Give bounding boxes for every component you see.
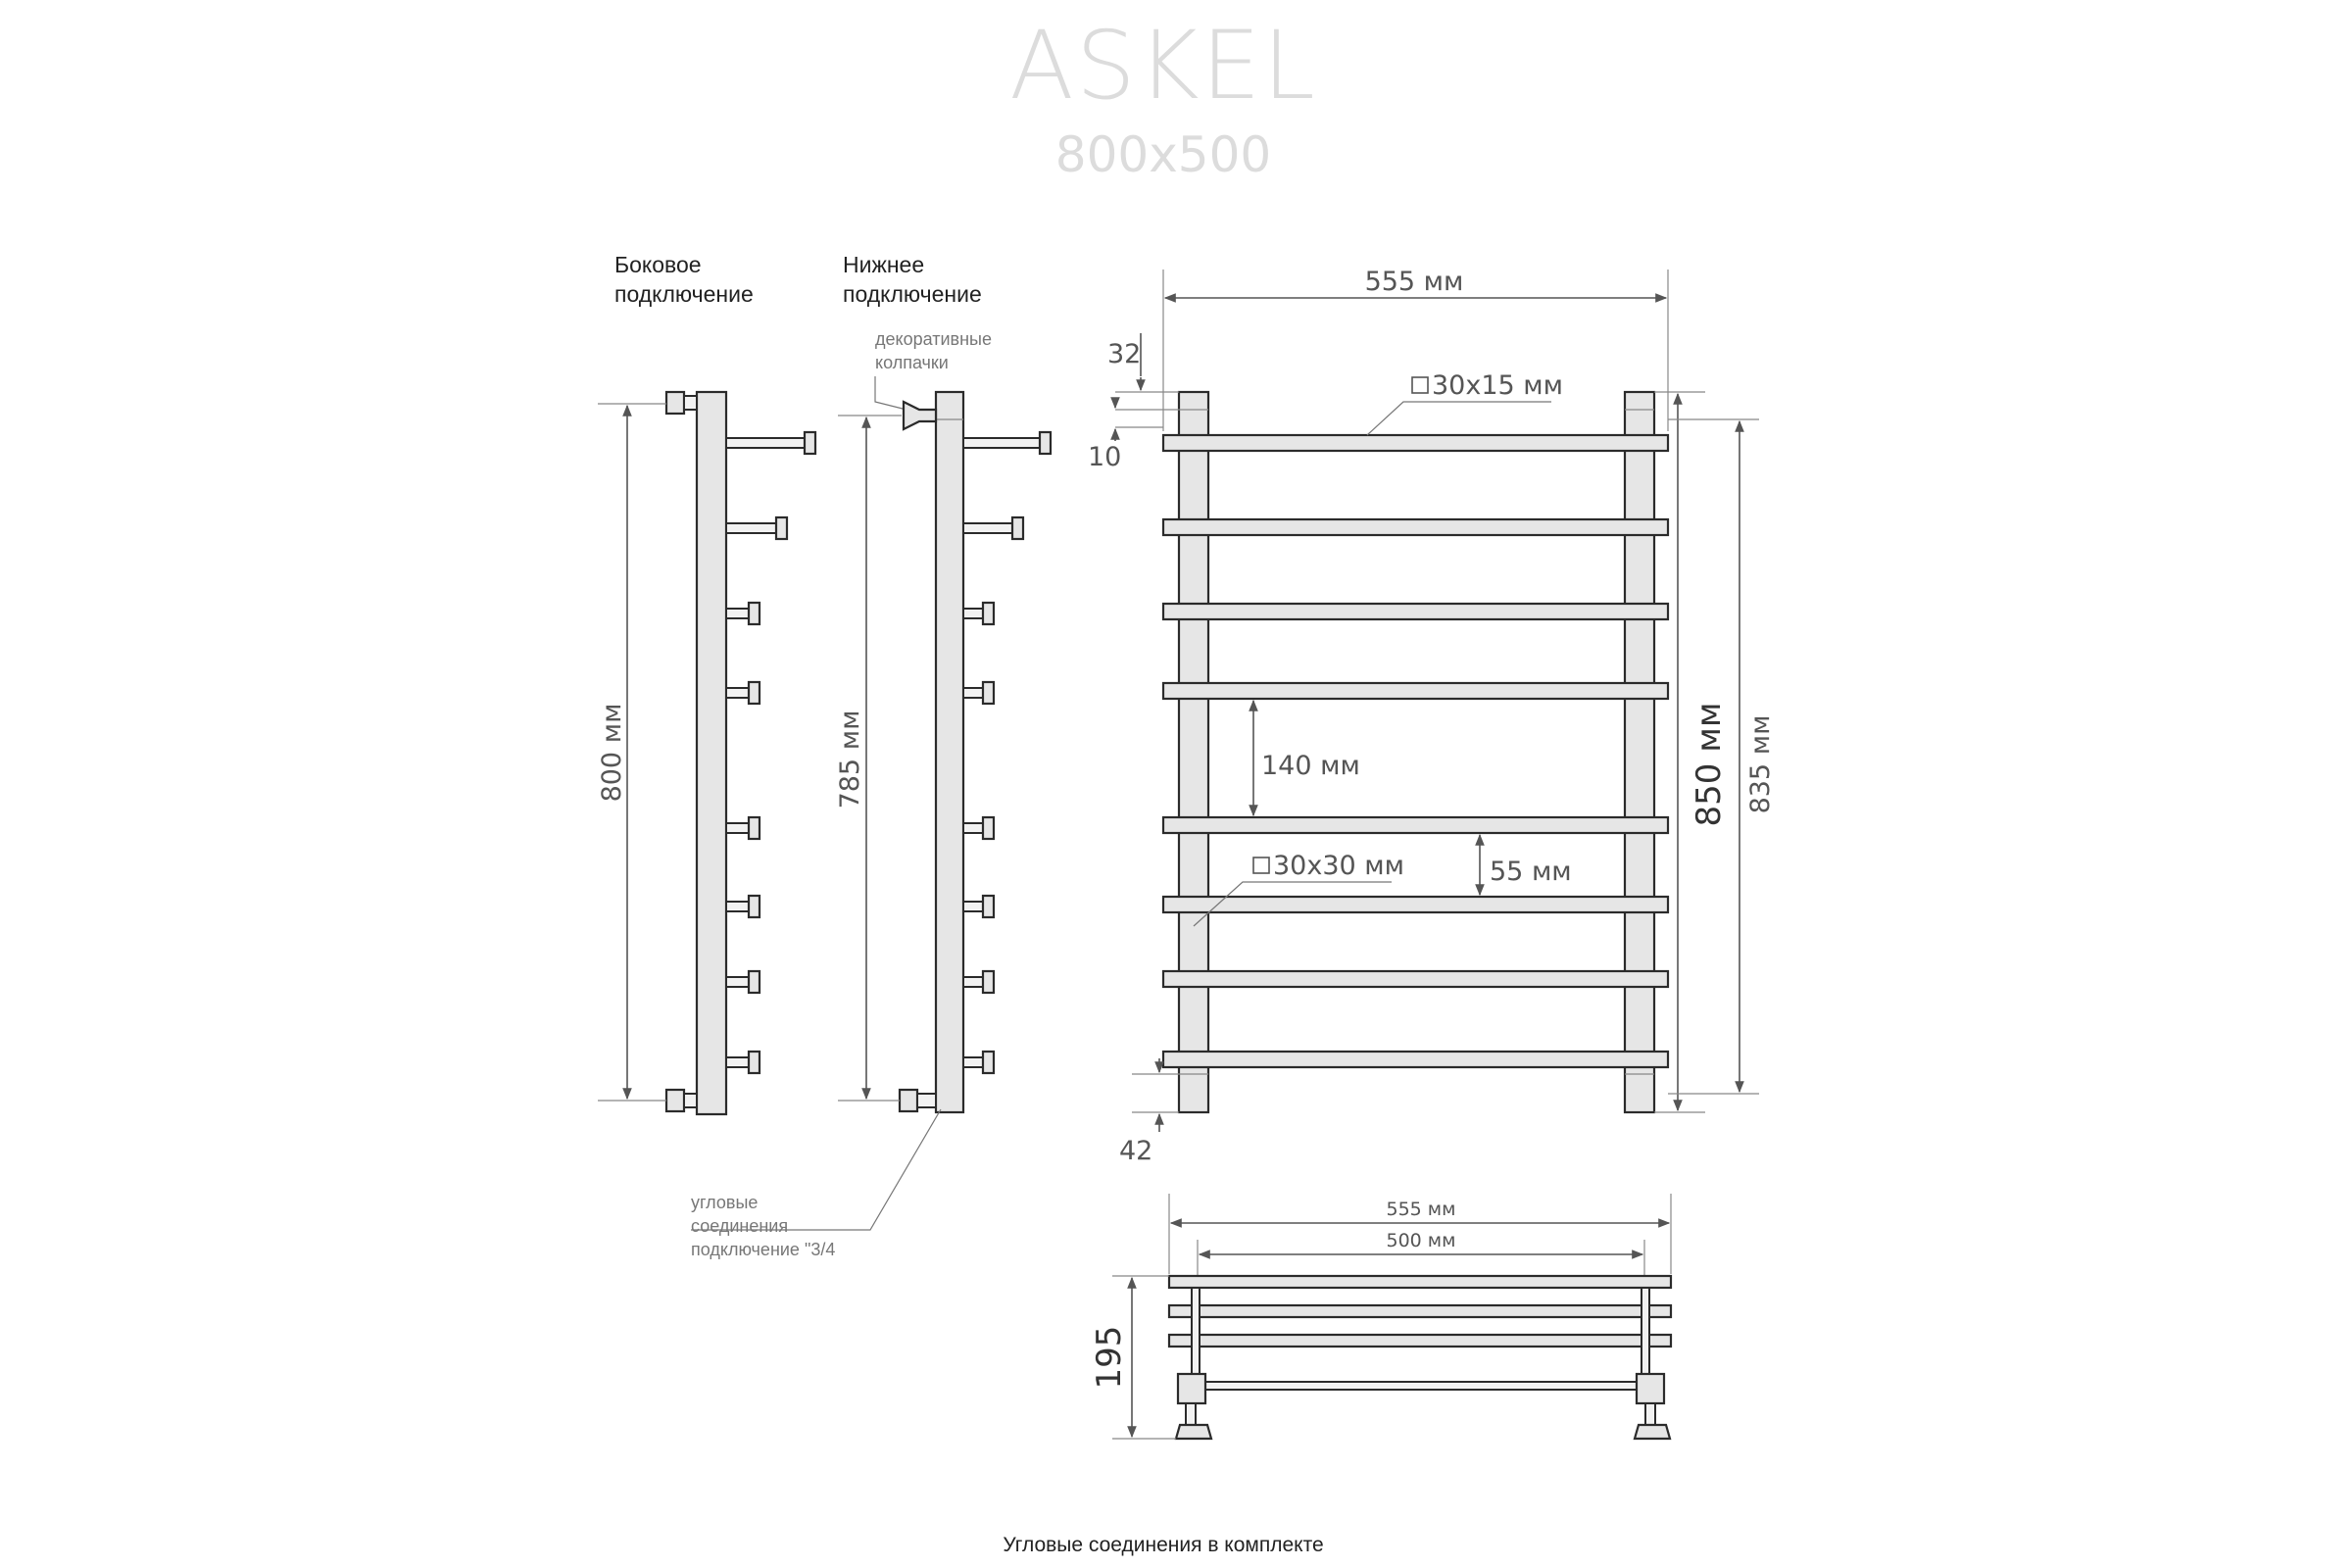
front-view: 555 мм 32 10 42 30x15 мм 30x30 мм 140 мм…: [1088, 267, 1776, 1166]
spacing-small-label: 55 мм: [1490, 857, 1572, 887]
caps-label-line1: декоративные: [875, 329, 992, 349]
top-gap-label: 10: [1088, 442, 1121, 472]
top-inner-width-label: 500 мм: [1387, 1230, 1456, 1251]
caps-leader: [874, 376, 907, 411]
bottom-heading-line1: Нижнее: [843, 252, 924, 277]
side-post: [695, 390, 728, 1116]
front-bar: [1161, 815, 1670, 835]
side-bar: [725, 437, 813, 449]
top-view-right-post: [1635, 1372, 1666, 1405]
side-bottom-connector: [664, 1088, 686, 1113]
bottom-connection-view: Нижнее подключение декоративные колпачки: [691, 252, 1053, 1259]
top-view-left-foot: [1174, 1423, 1213, 1441]
corner-label-line1: угловые: [691, 1193, 758, 1212]
overall-height-label: 850 мм: [1690, 702, 1729, 826]
top-view-left-foot-neck: [1185, 1402, 1197, 1426]
spacing-large-label: 140 мм: [1261, 751, 1360, 781]
side-bar-cap: [747, 969, 761, 995]
footer-note: Угловые соединения в комплекте: [1003, 1534, 1323, 1556]
bottom-bar-cap: [1010, 515, 1025, 541]
top-view-bar: [1204, 1381, 1638, 1391]
front-bar: [1161, 602, 1670, 621]
top-outer-width-label: 555 мм: [1387, 1199, 1456, 1220]
corner-label-line3: подключение "3/4: [691, 1240, 835, 1259]
side-bar-cap: [774, 515, 789, 541]
front-bar: [1161, 1050, 1670, 1069]
bottom-bar-cap: [981, 815, 996, 841]
post-profile-label: 30x30 мм: [1273, 851, 1404, 881]
center-height-label: 835 мм: [1745, 715, 1776, 814]
bar-profile-leader: [1366, 401, 1551, 436]
top-view-left-post: [1176, 1372, 1207, 1405]
bar-profile-square-icon: [1411, 376, 1429, 394]
bottom-heading-line2: подключение: [843, 281, 982, 307]
product-size: 800x500: [1055, 126, 1271, 183]
side-heading-line1: Боковое: [614, 252, 702, 277]
top-view-right-foot: [1633, 1423, 1672, 1441]
top-view-bar: [1167, 1303, 1673, 1319]
top-offset-label: 32: [1107, 339, 1141, 369]
side-top-connector-neck: [683, 395, 698, 411]
top-view-strut: [1641, 1287, 1650, 1377]
corner-label-line2: соединения: [691, 1216, 788, 1236]
top-view-bar: [1167, 1274, 1673, 1290]
post-profile-square-icon: [1252, 857, 1270, 874]
side-bar: [725, 522, 784, 534]
side-height-label: 800 мм: [597, 704, 627, 803]
bar-profile-label: 30x15 мм: [1432, 370, 1563, 401]
top-view-bar: [1167, 1333, 1673, 1348]
front-bar: [1161, 433, 1670, 453]
front-bar: [1161, 969, 1670, 989]
top-depth-label: 195: [1090, 1326, 1129, 1390]
side-bars: [725, 430, 817, 1075]
bottom-bars: [962, 430, 1053, 1075]
top-view: 555 мм 500 мм 195: [1090, 1194, 1673, 1441]
side-bar-cap: [747, 680, 761, 706]
bottom-corner-connector: [898, 1088, 919, 1113]
bottom-bar-cap: [981, 969, 996, 995]
caps-label-line2: колпачки: [875, 353, 949, 372]
decorative-cap: [902, 400, 938, 431]
bottom-bar: [962, 437, 1047, 449]
bottom-bar-cap: [981, 894, 996, 919]
front-bar: [1161, 517, 1670, 537]
post-profile-leader: [1193, 881, 1392, 927]
side-bar-cap: [803, 430, 817, 456]
bottom-bar-cap: [981, 1050, 996, 1075]
front-bars: [1161, 433, 1670, 1069]
top-view-right-foot-neck: [1644, 1402, 1656, 1426]
bottom-bar: [962, 522, 1019, 534]
product-title: ASKEL: [1009, 11, 1317, 121]
bottom-height-label: 785 мм: [835, 710, 865, 809]
front-bar: [1161, 681, 1670, 701]
side-connection-view: Боковое подключение: [597, 252, 817, 1116]
front-right-post: [1623, 390, 1656, 1114]
side-bar-cap: [747, 894, 761, 919]
bottom-bar-cap: [981, 601, 996, 626]
bottom-gap-label: 42: [1119, 1136, 1152, 1166]
front-width-label: 555 мм: [1365, 267, 1464, 297]
side-bar-cap: [747, 601, 761, 626]
side-top-connector: [664, 390, 686, 416]
top-view-strut: [1191, 1287, 1200, 1377]
front-left-post: [1177, 390, 1210, 1114]
bottom-post: [934, 390, 965, 1114]
bottom-bar-cap: [981, 680, 996, 706]
bottom-bar-cap: [1038, 430, 1053, 456]
side-bar-cap: [747, 1050, 761, 1075]
side-bottom-connector-neck: [683, 1093, 698, 1108]
side-heading-line2: подключение: [614, 281, 754, 307]
front-bar: [1161, 895, 1670, 914]
bottom-corner-connector-neck: [916, 1093, 937, 1108]
corner-leader: [691, 1108, 942, 1231]
side-bar-cap: [747, 815, 761, 841]
